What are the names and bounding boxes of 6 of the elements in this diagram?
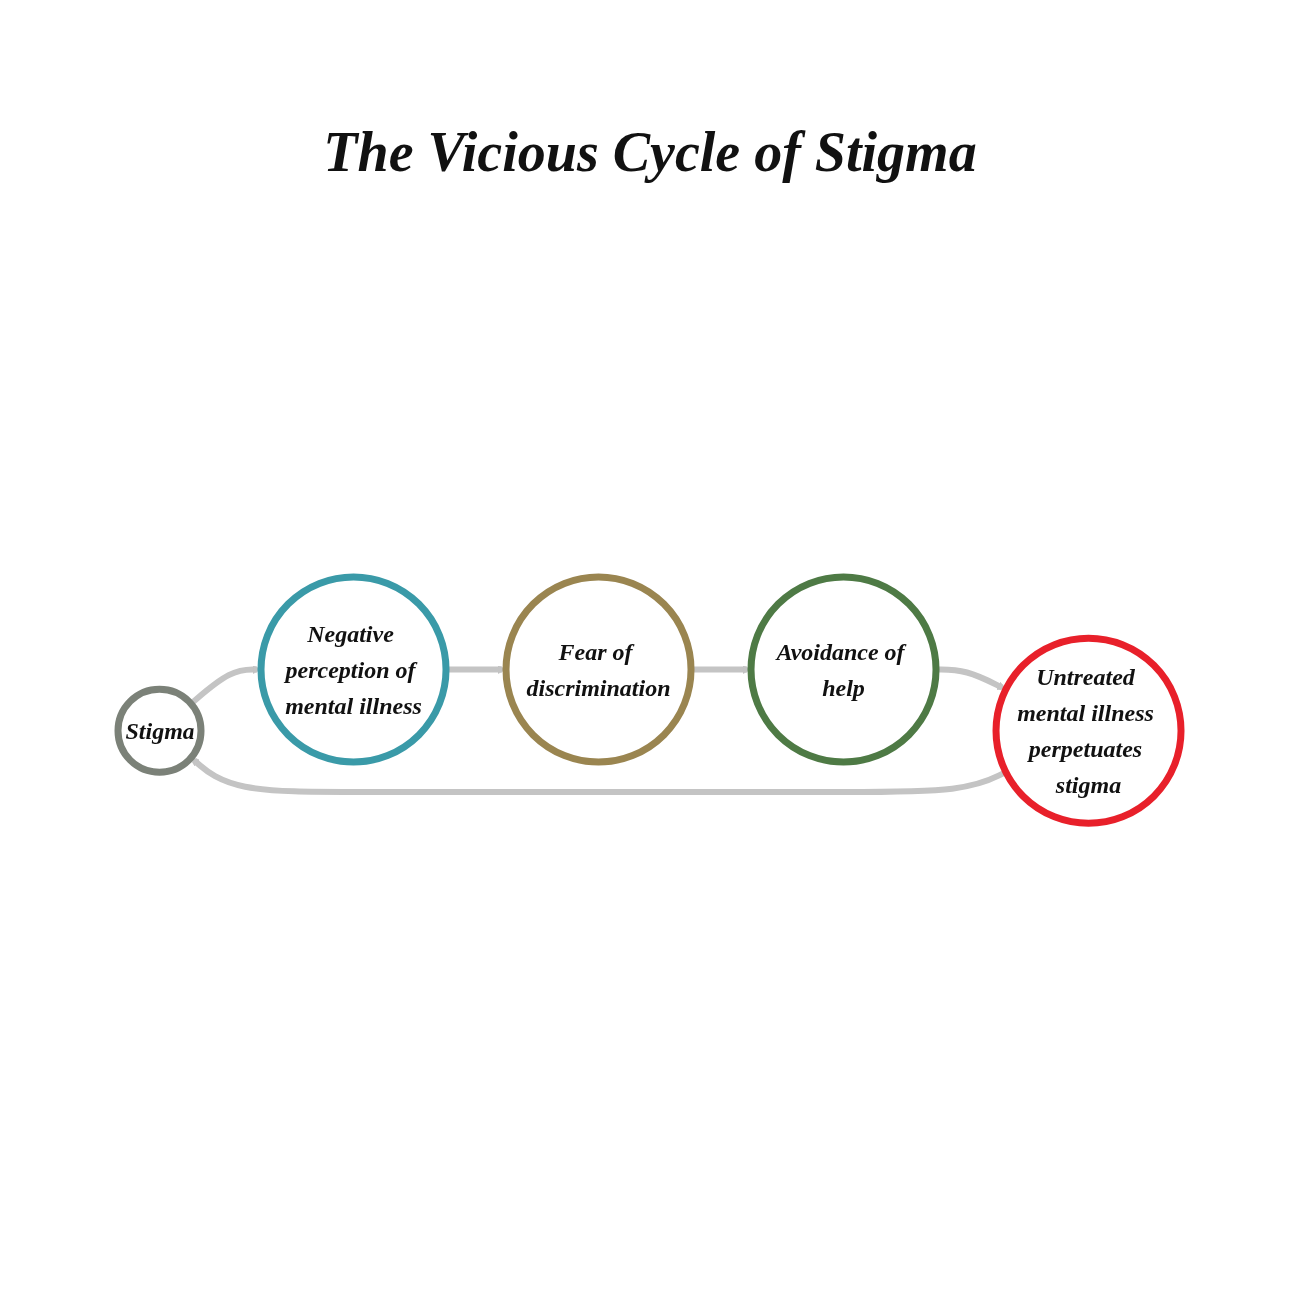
node-circle: Negative perception of mental illness	[258, 573, 450, 766]
node-circle: Avoidance of help	[748, 573, 940, 766]
node-circle: Untreated mental illness perpetuates stigma	[993, 634, 1185, 827]
diagram-title: The Vicious Cycle of Stigma	[322, 120, 978, 184]
node-circle: Fear of discrimination	[503, 573, 695, 766]
node-circle: Stigma	[115, 685, 205, 776]
